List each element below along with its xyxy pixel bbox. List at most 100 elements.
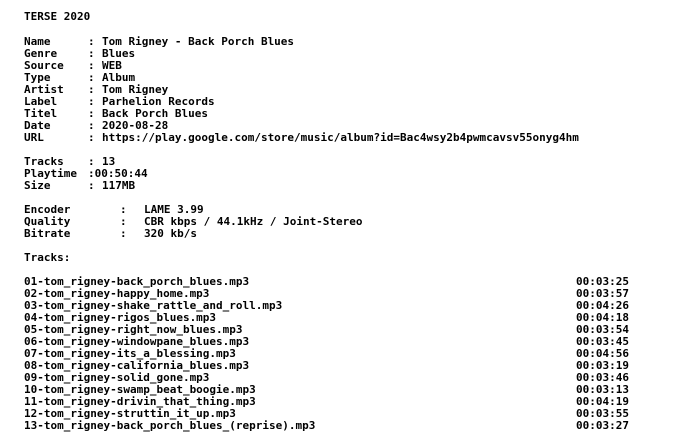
encoding-separator: : [120, 203, 127, 216]
stats-separator: : [88, 155, 95, 168]
stats-row-playtime: Playtime:00:50:44 [24, 168, 148, 180]
info-key: URL [24, 131, 44, 144]
info-row-artist: Artist: Tom Rigney [24, 84, 168, 96]
info-key: Titel [24, 107, 58, 120]
track-duration: 00:03:57 [576, 287, 629, 300]
track-duration: 00:04:19 [576, 395, 629, 408]
encoding-value: LAME 3.99 [144, 203, 204, 216]
encoding-key: Encoder [24, 203, 71, 216]
info-key: Artist [24, 83, 64, 96]
track-row: 11-tom_rigney-drivin_that_thing.mp3 [24, 396, 256, 408]
info-row-source: Source: WEB [24, 60, 122, 72]
info-separator: : [88, 35, 95, 48]
stats-separator: : [88, 179, 95, 192]
track-row: 03-tom_rigney-shake_rattle_and_roll.mp3 [24, 300, 282, 312]
track-duration: 00:03:25 [576, 275, 629, 288]
track-row: 09-tom_rigney-solid_gone.mp3 [24, 372, 209, 384]
info-row-url: URL:https://play.google.com/store/music/… [24, 132, 579, 144]
track-duration: 00:04:18 [576, 311, 629, 324]
info-separator: : [88, 107, 95, 120]
info-value: Tom Rigney [102, 83, 169, 96]
stats-separator: : [88, 167, 95, 180]
track-row: 07-tom_rigney-its_a_blessing.mp3 [24, 348, 236, 360]
info-value: 2020-08-28 [102, 119, 169, 132]
encoding-separator: : [120, 227, 127, 240]
track-duration: 00:04:56 [576, 347, 629, 360]
track-filename: 06-tom_rigney-windowpane_blues.mp3 [24, 335, 250, 348]
encoding-separator: : [120, 215, 127, 228]
info-value: Parhelion Records [102, 95, 215, 108]
track-duration: 00:03:55 [576, 407, 629, 420]
info-separator: : [88, 71, 95, 84]
info-separator: : [88, 119, 95, 132]
stats-value: 13 [102, 155, 116, 168]
track-filename: 11-tom_rigney-drivin_that_thing.mp3 [24, 395, 256, 408]
info-key: Date [24, 119, 51, 132]
track-filename: 01-tom_rigney-back_porch_blues.mp3 [24, 275, 250, 288]
info-key: Name [24, 35, 51, 48]
track-row: 10-tom_rigney-swamp_beat_boogie.mp3 [24, 384, 256, 396]
document-title: TERSE 2020 [24, 10, 91, 23]
info-key: Source [24, 59, 64, 72]
track-filename: 05-tom_rigney-right_now_blues.mp3 [24, 323, 243, 336]
track-filename: 12-tom_rigney-struttin_it_up.mp3 [24, 407, 236, 420]
track-duration: 00:04:26 [576, 299, 629, 312]
info-row-type: Type: Album [24, 72, 135, 84]
track-duration: 00:03:54 [576, 323, 629, 336]
info-value: Tom Rigney - Back Porch Blues [102, 35, 295, 48]
track-filename: 07-tom_rigney-its_a_blessing.mp3 [24, 347, 236, 360]
stats-row-size: Size:117MB [24, 180, 135, 192]
stats-row-tracks: Tracks:13 [24, 156, 115, 168]
track-duration: 00:03:19 [576, 359, 629, 372]
track-row: 01-tom_rigney-back_porch_blues.mp3 [24, 276, 249, 288]
info-value: Blues [102, 47, 136, 60]
info-key: Type [24, 71, 51, 84]
track-filename: 09-tom_rigney-solid_gone.mp3 [24, 371, 210, 384]
info-row-titel: Titel: Back Porch Blues [24, 108, 208, 120]
info-separator: : [88, 59, 95, 72]
encoding-row-bitrate: Bitrate: 320 kb/s [24, 228, 197, 240]
info-key: Label [24, 95, 58, 108]
album-url: https://play.google.com/store/music/albu… [102, 131, 579, 144]
info-separator: : [88, 47, 95, 60]
info-value: Back Porch Blues [102, 107, 208, 120]
track-filename: 10-tom_rigney-swamp_beat_boogie.mp3 [24, 383, 256, 396]
track-filename: 08-tom_rigney-california_blues.mp3 [24, 359, 250, 372]
track-filename: 04-tom_rigney-rigos_blues.mp3 [24, 311, 217, 324]
track-duration: 00:03:45 [576, 335, 629, 348]
track-row: 12-tom_rigney-struttin_it_up.mp3 [24, 408, 236, 420]
track-duration: 00:03:46 [576, 371, 629, 384]
encoding-value: 320 kb/s [144, 227, 197, 240]
stats-value: 00:50:44 [94, 167, 148, 180]
track-filename: 02-tom_rigney-happy_home.mp3 [24, 287, 210, 300]
track-row: 04-tom_rigney-rigos_blues.mp3 [24, 312, 216, 324]
stats-key: Playtime [24, 167, 77, 180]
track-duration: 00:03:27 [576, 419, 629, 432]
track-filename: 13-tom_rigney-back_porch_blues_(reprise)… [24, 419, 316, 432]
track-row: 02-tom_rigney-happy_home.mp3 [24, 288, 209, 300]
track-duration: 00:03:13 [576, 383, 629, 396]
stats-key: Size [24, 179, 51, 192]
encoding-key: Bitrate [24, 227, 71, 240]
track-row: 05-tom_rigney-right_now_blues.mp3 [24, 324, 243, 336]
stats-key: Tracks [24, 155, 64, 168]
info-row-date: Date:2020-08-28 [24, 120, 168, 132]
info-key: Genre [24, 47, 58, 60]
tracks-heading: Tracks: [24, 251, 71, 264]
encoding-key: Quality [24, 215, 71, 228]
info-row-name: Name: Tom Rigney - Back Porch Blues [24, 36, 294, 48]
track-filename: 03-tom_rigney-shake_rattle_and_roll.mp3 [24, 299, 283, 312]
encoding-row-quality: Quality: CBR kbps / 44.1kHz / Joint-Stere… [24, 216, 363, 228]
encoding-row-encoder: Encoder: LAME 3.99 [24, 204, 204, 216]
info-row-label: Label: Parhelion Records [24, 96, 215, 108]
info-row-genre: Genre: Blues [24, 48, 135, 60]
info-value: Album [102, 71, 136, 84]
track-row: 06-tom_rigney-windowpane_blues.mp3 [24, 336, 249, 348]
track-row: 08-tom_rigney-california_blues.mp3 [24, 360, 249, 372]
track-row: 13-tom_rigney-back_porch_blues_(reprise)… [24, 420, 315, 432]
encoding-value: CBR kbps / 44.1kHz / Joint-Stereo [144, 215, 363, 228]
info-separator: : [88, 95, 95, 108]
info-value: WEB [102, 59, 122, 72]
info-separator: : [88, 83, 95, 96]
